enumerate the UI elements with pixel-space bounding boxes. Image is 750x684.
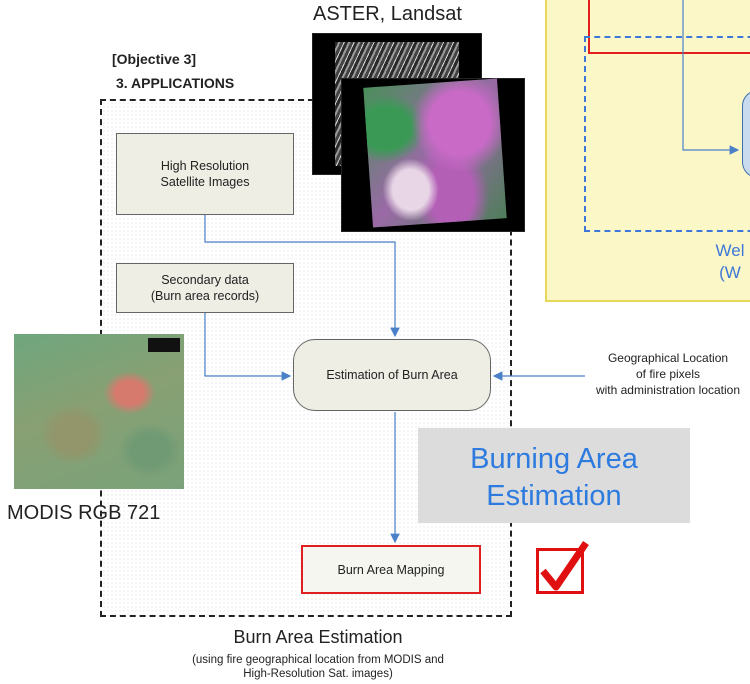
side-dashed-box — [584, 36, 750, 232]
satellite-caption: ASTER, Landsat — [313, 3, 462, 25]
footer-title: Burn Area Estimation — [233, 627, 403, 647]
estimation-node: Estimation of Burn Area — [293, 339, 491, 411]
burning-area-highlight: Burning Area Estimation — [418, 428, 690, 523]
objective-label: [Objective 3] — [112, 51, 197, 67]
footer-subtitle: (using fire geographical location from M… — [192, 654, 444, 680]
section-title: 3. APPLICATIONS — [116, 75, 235, 91]
side-red-box — [588, 0, 750, 54]
side-panel — [545, 0, 750, 302]
side-panel-label: Wel (W — [715, 241, 745, 282]
geo-location-label: Geographical Location of fire pixels wit… — [595, 351, 741, 397]
burn-area-mapping-box: Burn Area Mapping — [301, 545, 481, 594]
modis-caption: MODIS RGB 721 — [7, 502, 161, 524]
check-mark-icon — [540, 541, 589, 591]
landsat-image — [341, 78, 525, 232]
secondary-data-box: Secondary data(Burn area records) — [116, 263, 294, 313]
checkbox-icon — [536, 548, 584, 594]
modis-image — [14, 334, 184, 489]
